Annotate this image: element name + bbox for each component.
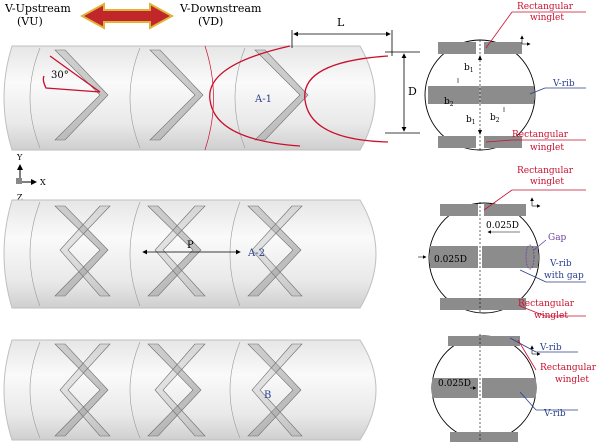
callout-lines-3-blue [509,337,578,411]
gap-label: Gap [548,233,567,243]
callout-line-gap [533,239,547,251]
length-label: L [337,16,345,29]
vrib-1-label: V-rib [552,79,575,89]
vrib-3b-label: V-rib [543,409,566,419]
tube-b [3,339,377,441]
diameter-dimension [385,51,420,134]
callout-line-vrib-gap [519,269,586,283]
rect-winglet-3-line1: Rectangular [517,166,574,176]
downstream-label: V-Downstream [179,2,262,15]
cross-section-b [431,334,541,442]
rect-winglet-5-line2: winglet [555,375,589,385]
rect-winglet-2-line2: winglet [530,143,564,153]
rect-winglet-2-line1: Rectangular [512,130,569,140]
axis-z-label: Z [17,193,23,202]
rect-winglet-4-line2: winglet [534,311,568,321]
callout-line-vrib-1 [529,87,586,95]
vrib-gap-line1: V-rib [549,259,572,269]
downstream-abbr: (VD) [198,15,223,28]
callout-line-3-red [517,339,537,371]
rect-winglet-3-line2: winglet [530,177,564,187]
diameter-label: D [408,85,417,98]
cross-section-a1 [424,35,536,151]
rect-winglet-1-line2: winglet [530,13,564,23]
callout-lines-1 [485,11,586,143]
v-rib-array-a1 [54,49,309,141]
v-rib-array-a2 [54,205,303,297]
axis-x-label: X [40,178,46,187]
pitch-label: P [187,240,194,251]
offset-1-label: 0.025D [486,221,519,231]
rect-winglet-5-line1: Rectangular [540,363,597,373]
tube-a1 [3,45,389,151]
red-rib-outline [42,45,389,147]
case-b-label: B [264,390,271,401]
axis-y-label: Y [16,153,23,162]
b2-right-label: b2 [490,113,500,124]
axis-triad [16,164,37,185]
offset-3-label: 0.025D [438,379,471,389]
b2-left-label: b2 [444,97,454,108]
vrib-3a-label: V-rib [539,343,562,353]
offset-2-label: 0.025D [434,255,467,265]
flow-direction-arrow [79,2,175,30]
v-rib-array-b [54,343,303,437]
b1-top-label: b1 [464,63,474,74]
rect-winglet-1-line1: Rectangular [517,2,574,12]
b1-bottom-label: b1 [466,115,476,126]
cross-section-a2 [418,197,541,314]
vrib-gap-line2: with gap [544,271,584,281]
callout-lines-2 [483,189,586,317]
tube-a2 [3,199,377,309]
angle-label: 30° [51,70,69,81]
case-a1-label: A-1 [254,94,272,105]
upstream-abbr: (VU) [17,15,43,28]
rect-winglet-4-line1: Rectangular [518,299,575,309]
upstream-label: V-Upstream [4,2,71,15]
case-a2-label: A-2 [247,248,265,259]
